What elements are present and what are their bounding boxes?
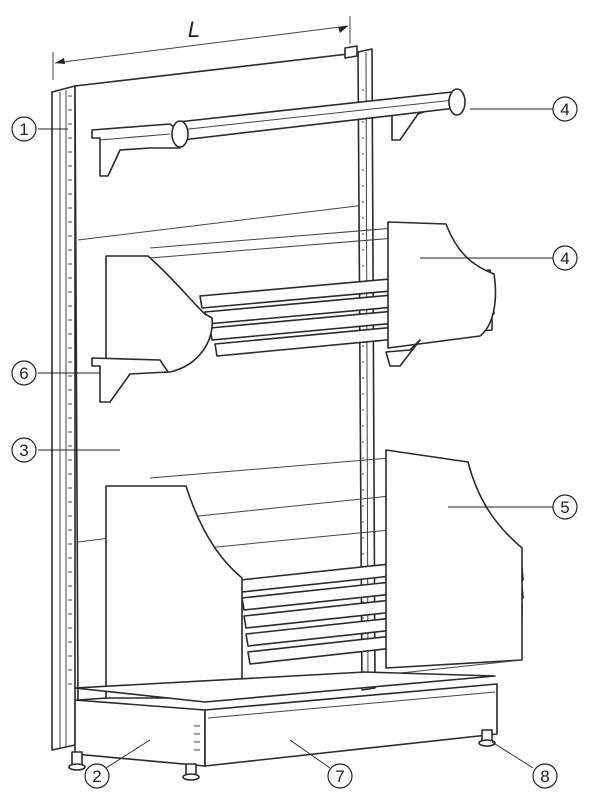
top-rail-hanger — [91, 88, 466, 177]
callout-5: 5 — [552, 494, 578, 520]
callout-3-label: 3 — [19, 441, 28, 460]
dimension-l-label: L — [188, 17, 200, 42]
callout-1-label: 1 — [19, 120, 28, 139]
callout-2: 2 — [84, 763, 110, 789]
callout-6: 6 — [11, 360, 37, 386]
callout-4-middle: 4 — [552, 245, 578, 271]
callout-4-top: 4 — [552, 96, 578, 122]
upright-slots — [68, 95, 72, 685]
callout-7: 7 — [327, 763, 353, 789]
callout-8: 8 — [532, 763, 558, 789]
side-upright — [51, 85, 76, 751]
middle-basket — [91, 221, 497, 403]
base-plinth — [74, 671, 498, 767]
callout-7-label: 7 — [335, 767, 344, 786]
bottom-basket — [105, 449, 524, 699]
callout-4-middle-label: 4 — [560, 249, 569, 268]
callout-1: 1 — [11, 116, 37, 142]
callout-4-top-label: 4 — [560, 100, 569, 119]
dimension-l: L — [52, 16, 351, 80]
callout-2-label: 2 — [92, 767, 101, 786]
callout-5-label: 5 — [560, 498, 569, 517]
callout-8-label: 8 — [540, 767, 549, 786]
callouts: 1 4 4 6 3 5 2 — [11, 96, 578, 789]
callout-3: 3 — [11, 437, 37, 463]
callout-6-label: 6 — [19, 364, 28, 383]
feet — [68, 729, 496, 781]
